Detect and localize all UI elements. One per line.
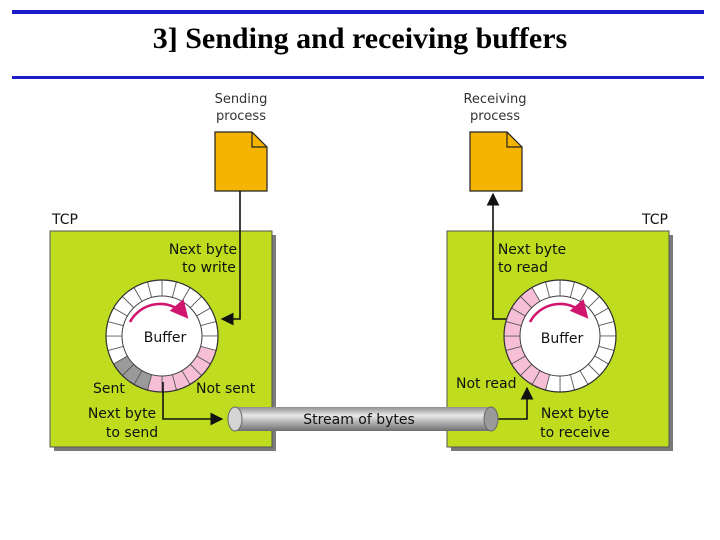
send-arrow xyxy=(162,382,224,426)
receiver-receive-pointer-label-2: to receive xyxy=(540,425,610,441)
receiver-receive-pointer-label-1: Next byte xyxy=(541,406,609,422)
receiving-process-document-fold xyxy=(506,132,522,148)
receiver-read-pointer-label-2: to read xyxy=(498,260,548,276)
receive-arrow xyxy=(490,386,534,420)
sender-send-pointer-label-2: to send xyxy=(106,425,158,441)
sent-label: Sent xyxy=(93,381,125,397)
pipe-right-end xyxy=(483,406,499,432)
receiver-read-pointer-label-1: Next byte xyxy=(498,242,566,258)
sender-buffer-label: Buffer xyxy=(144,330,187,346)
receiver-rotation-arrow xyxy=(528,299,589,323)
receiving-process-document-icon xyxy=(469,131,523,192)
sender-send-pointer-label-1: Next byte xyxy=(88,406,156,422)
sender-write-pointer-label-2: to write xyxy=(182,260,236,276)
sender-ring-outline xyxy=(105,279,219,393)
receiver-group: TCP Receiving process Next byte to read … xyxy=(446,92,673,451)
receiver-process-label-2: process xyxy=(470,109,520,124)
receiver-buffer-label: Buffer xyxy=(541,331,584,347)
title-rule-top xyxy=(12,10,704,14)
sender-tcp-label: TCP xyxy=(51,212,78,228)
title-rule-bottom xyxy=(12,76,704,79)
sending-process-document-icon xyxy=(214,131,268,192)
sender-buffer-ring xyxy=(105,279,219,393)
not-read-label: Not read xyxy=(456,376,517,392)
pipe-body xyxy=(235,407,491,431)
write-arrow xyxy=(220,191,241,326)
receiver-ring-outline xyxy=(503,279,617,393)
sender-write-pointer-label-1: Next byte xyxy=(169,242,237,258)
sender-rotation-arrow xyxy=(128,299,189,323)
stream-label: Stream of bytes xyxy=(303,412,415,428)
sender-group: TCP Sending process Next byte to write B… xyxy=(49,92,276,451)
pipe-left-end xyxy=(227,406,243,432)
receiver-process-label-1: Receiving xyxy=(463,92,526,107)
slide-title: 3] Sending and receiving buffers xyxy=(152,22,568,55)
sender-process-label-2: process xyxy=(216,109,266,124)
not-sent-label: Not sent xyxy=(196,381,256,397)
byte-stream-pipe: Stream of bytes xyxy=(227,406,499,432)
sender-process-label-1: Sending xyxy=(215,92,268,107)
sending-process-document-fold xyxy=(251,132,267,148)
receiver-tcp-label: TCP xyxy=(641,212,668,228)
